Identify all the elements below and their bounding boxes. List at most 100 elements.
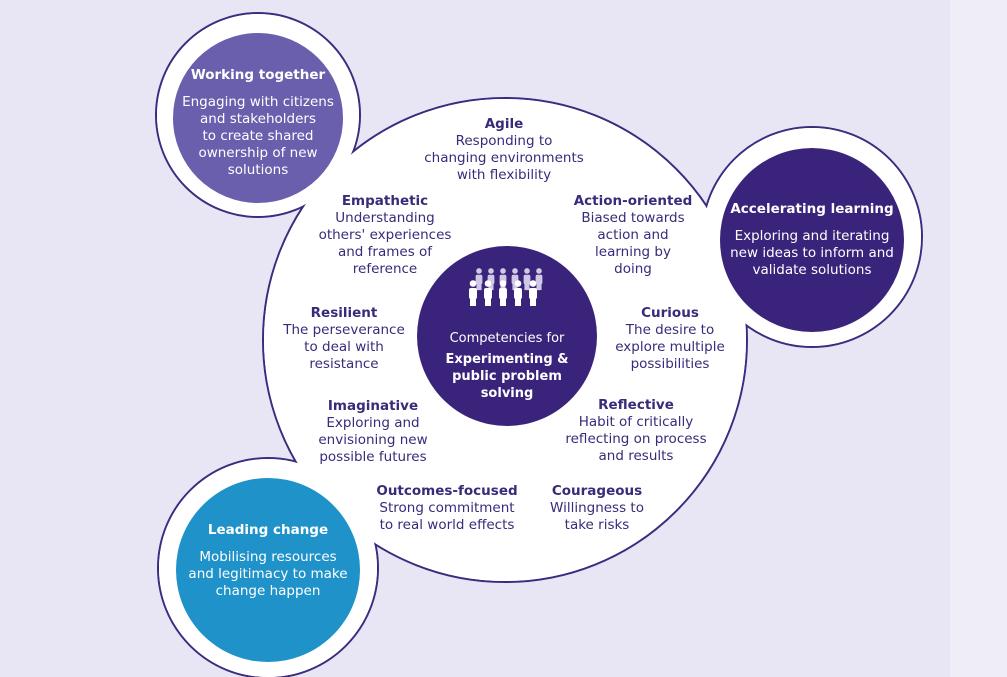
- person-legs-icon: [488, 283, 494, 291]
- center-line-4: solving: [480, 386, 534, 401]
- person-head-icon: [512, 268, 518, 274]
- leading-change-disc: [176, 478, 360, 662]
- competency-courageous: Courageous Willingness to take risks: [532, 483, 662, 534]
- person-head-icon: [484, 280, 492, 287]
- competency-desc-line: to deal with: [304, 339, 384, 355]
- competency-title: Action-oriented: [573, 193, 693, 209]
- competency-title: Outcomes-focused: [376, 483, 518, 499]
- working-together-desc-line: and stakeholders: [200, 111, 316, 127]
- competency-title: Resilient: [310, 305, 378, 321]
- person-legs-icon: [476, 283, 482, 291]
- leading-change-desc-line: Mobilising resources: [199, 549, 337, 565]
- competency-desc-line: and frames of: [337, 244, 433, 260]
- person-legs-icon: [485, 298, 491, 306]
- competency-title: Curious: [641, 305, 699, 321]
- accelerating-learning-desc-line: Exploring and iterating: [734, 228, 890, 244]
- working-together-title: Working together: [190, 67, 326, 83]
- working-together-desc-line: solutions: [227, 162, 289, 178]
- competency-desc-line: reference: [352, 261, 418, 277]
- competency-empathetic: Empathetic Understanding others' experie…: [305, 193, 465, 278]
- leading-change-label: Leading change Mobilising resources and …: [168, 521, 368, 600]
- person-head-icon: [469, 280, 477, 287]
- competency-desc-line: changing environments: [424, 150, 584, 166]
- competency-desc-line: Willingness to: [550, 500, 644, 516]
- person-body-icon: [529, 288, 537, 299]
- competency-resilient: Resilient The perseverance to deal with …: [269, 305, 419, 373]
- competency-desc-line: take risks: [564, 517, 630, 533]
- competency-desc-line: Understanding: [335, 210, 435, 226]
- competency-desc-line: to real world effects: [379, 517, 515, 533]
- center-label: Competencies for Experimenting & public …: [427, 330, 587, 402]
- competency-desc-line: reflecting on process: [565, 431, 707, 447]
- person-head-icon: [536, 268, 542, 274]
- people-group-icon: [469, 268, 543, 306]
- working-together-desc-line: Engaging with citizens: [182, 94, 334, 110]
- accelerating-learning-label: Accelerating learning Exploring and iter…: [712, 200, 912, 279]
- competency-imaginative: Imaginative Exploring and envisioning ne…: [298, 398, 448, 466]
- competency-title: Reflective: [598, 397, 674, 413]
- person-body-icon: [499, 288, 507, 299]
- competency-title: Empathetic: [341, 193, 429, 209]
- competency-outcomes-focused: Outcomes-focused Strong commitment to re…: [362, 483, 532, 534]
- person-head-icon: [476, 268, 482, 274]
- competency-desc-line: Responding to: [455, 133, 553, 149]
- working-together-desc-line: ownership of new: [198, 145, 318, 161]
- accelerating-learning-disc: [720, 148, 904, 332]
- center-disc: [417, 246, 597, 426]
- person-body-icon: [484, 288, 492, 299]
- competency-title: Courageous: [551, 483, 643, 499]
- accelerating-learning-desc-line: validate solutions: [752, 262, 872, 278]
- person-legs-icon: [512, 283, 518, 291]
- leading-change-desc-line: change happen: [215, 583, 321, 599]
- competency-desc-line: action and: [597, 227, 669, 243]
- competency-desc-line: Habit of critically: [578, 414, 694, 430]
- person-body-icon: [469, 288, 477, 299]
- leading-change-desc-line: and legitimacy to make: [188, 566, 348, 582]
- person-legs-icon: [500, 298, 506, 306]
- competency-title: Agile: [484, 116, 524, 132]
- person-head-icon: [529, 280, 537, 287]
- person-body-icon: [523, 274, 531, 285]
- competency-desc-line: and results: [598, 448, 674, 464]
- competency-desc-line: with flexibility: [456, 167, 552, 183]
- competency-action-oriented: Action-oriented Biased towards action an…: [558, 193, 708, 278]
- working-together-disc: [173, 33, 343, 203]
- competency-desc-line: resistance: [309, 356, 379, 372]
- competency-desc-line: learning by: [595, 244, 671, 260]
- accelerating-learning-title: Accelerating learning: [730, 201, 894, 217]
- competency-desc-line: Strong commitment: [379, 500, 515, 516]
- competency-curious: Curious The desire to explore multiple p…: [600, 305, 740, 373]
- leading-change-title: Leading change: [207, 522, 329, 538]
- competency-reflective: Reflective Habit of critically reflectin…: [550, 397, 722, 465]
- right-margin-strip: [950, 0, 1007, 677]
- competency-desc-line: possibilities: [630, 356, 710, 372]
- competency-desc-line: Biased towards: [581, 210, 685, 226]
- person-legs-icon: [524, 283, 530, 291]
- competency-desc-line: The perseverance: [283, 322, 405, 338]
- competency-desc-line: doing: [614, 261, 652, 277]
- competency-title: Imaginative: [327, 398, 419, 414]
- center-line-2: Experimenting &: [445, 352, 569, 367]
- person-legs-icon: [536, 283, 542, 291]
- competency-desc-line: possible futures: [319, 449, 427, 465]
- person-head-icon: [524, 268, 530, 274]
- competency-desc-line: explore multiple: [615, 339, 725, 355]
- person-head-icon: [514, 280, 522, 287]
- competency-agile: Agile Responding to changing environment…: [404, 116, 604, 184]
- competency-desc-line: The desire to: [625, 322, 715, 338]
- person-body-icon: [475, 274, 483, 285]
- person-head-icon: [499, 280, 507, 287]
- person-body-icon: [535, 274, 543, 285]
- working-together-desc-line: to create shared: [202, 128, 314, 144]
- person-head-icon: [488, 268, 494, 274]
- working-together-label: Working together Engaging with citizens …: [168, 66, 348, 179]
- person-head-icon: [500, 268, 506, 274]
- competency-desc-line: others' experiences: [318, 227, 452, 243]
- person-legs-icon: [515, 298, 521, 306]
- person-legs-icon: [530, 298, 536, 306]
- center-line-1: Competencies for: [449, 331, 565, 346]
- accelerating-learning-desc-line: new ideas to inform and: [730, 245, 894, 261]
- competency-desc-line: Exploring and: [326, 415, 420, 431]
- person-legs-icon: [470, 298, 476, 306]
